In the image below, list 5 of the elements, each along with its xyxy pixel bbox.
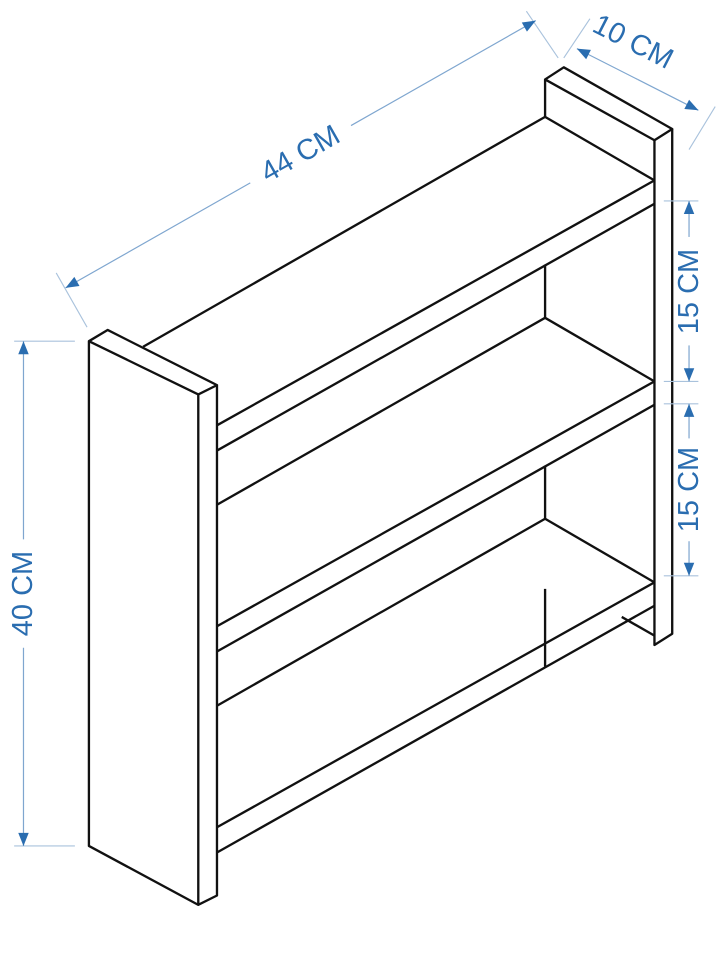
dimension-label: 10 CM xyxy=(588,10,677,74)
dimension-label: 44 CM xyxy=(256,120,346,188)
dimension-label: 15 CM xyxy=(674,248,704,334)
dimension-label: 40 CM xyxy=(9,551,38,636)
dimension-label: 15 CM xyxy=(674,447,704,533)
